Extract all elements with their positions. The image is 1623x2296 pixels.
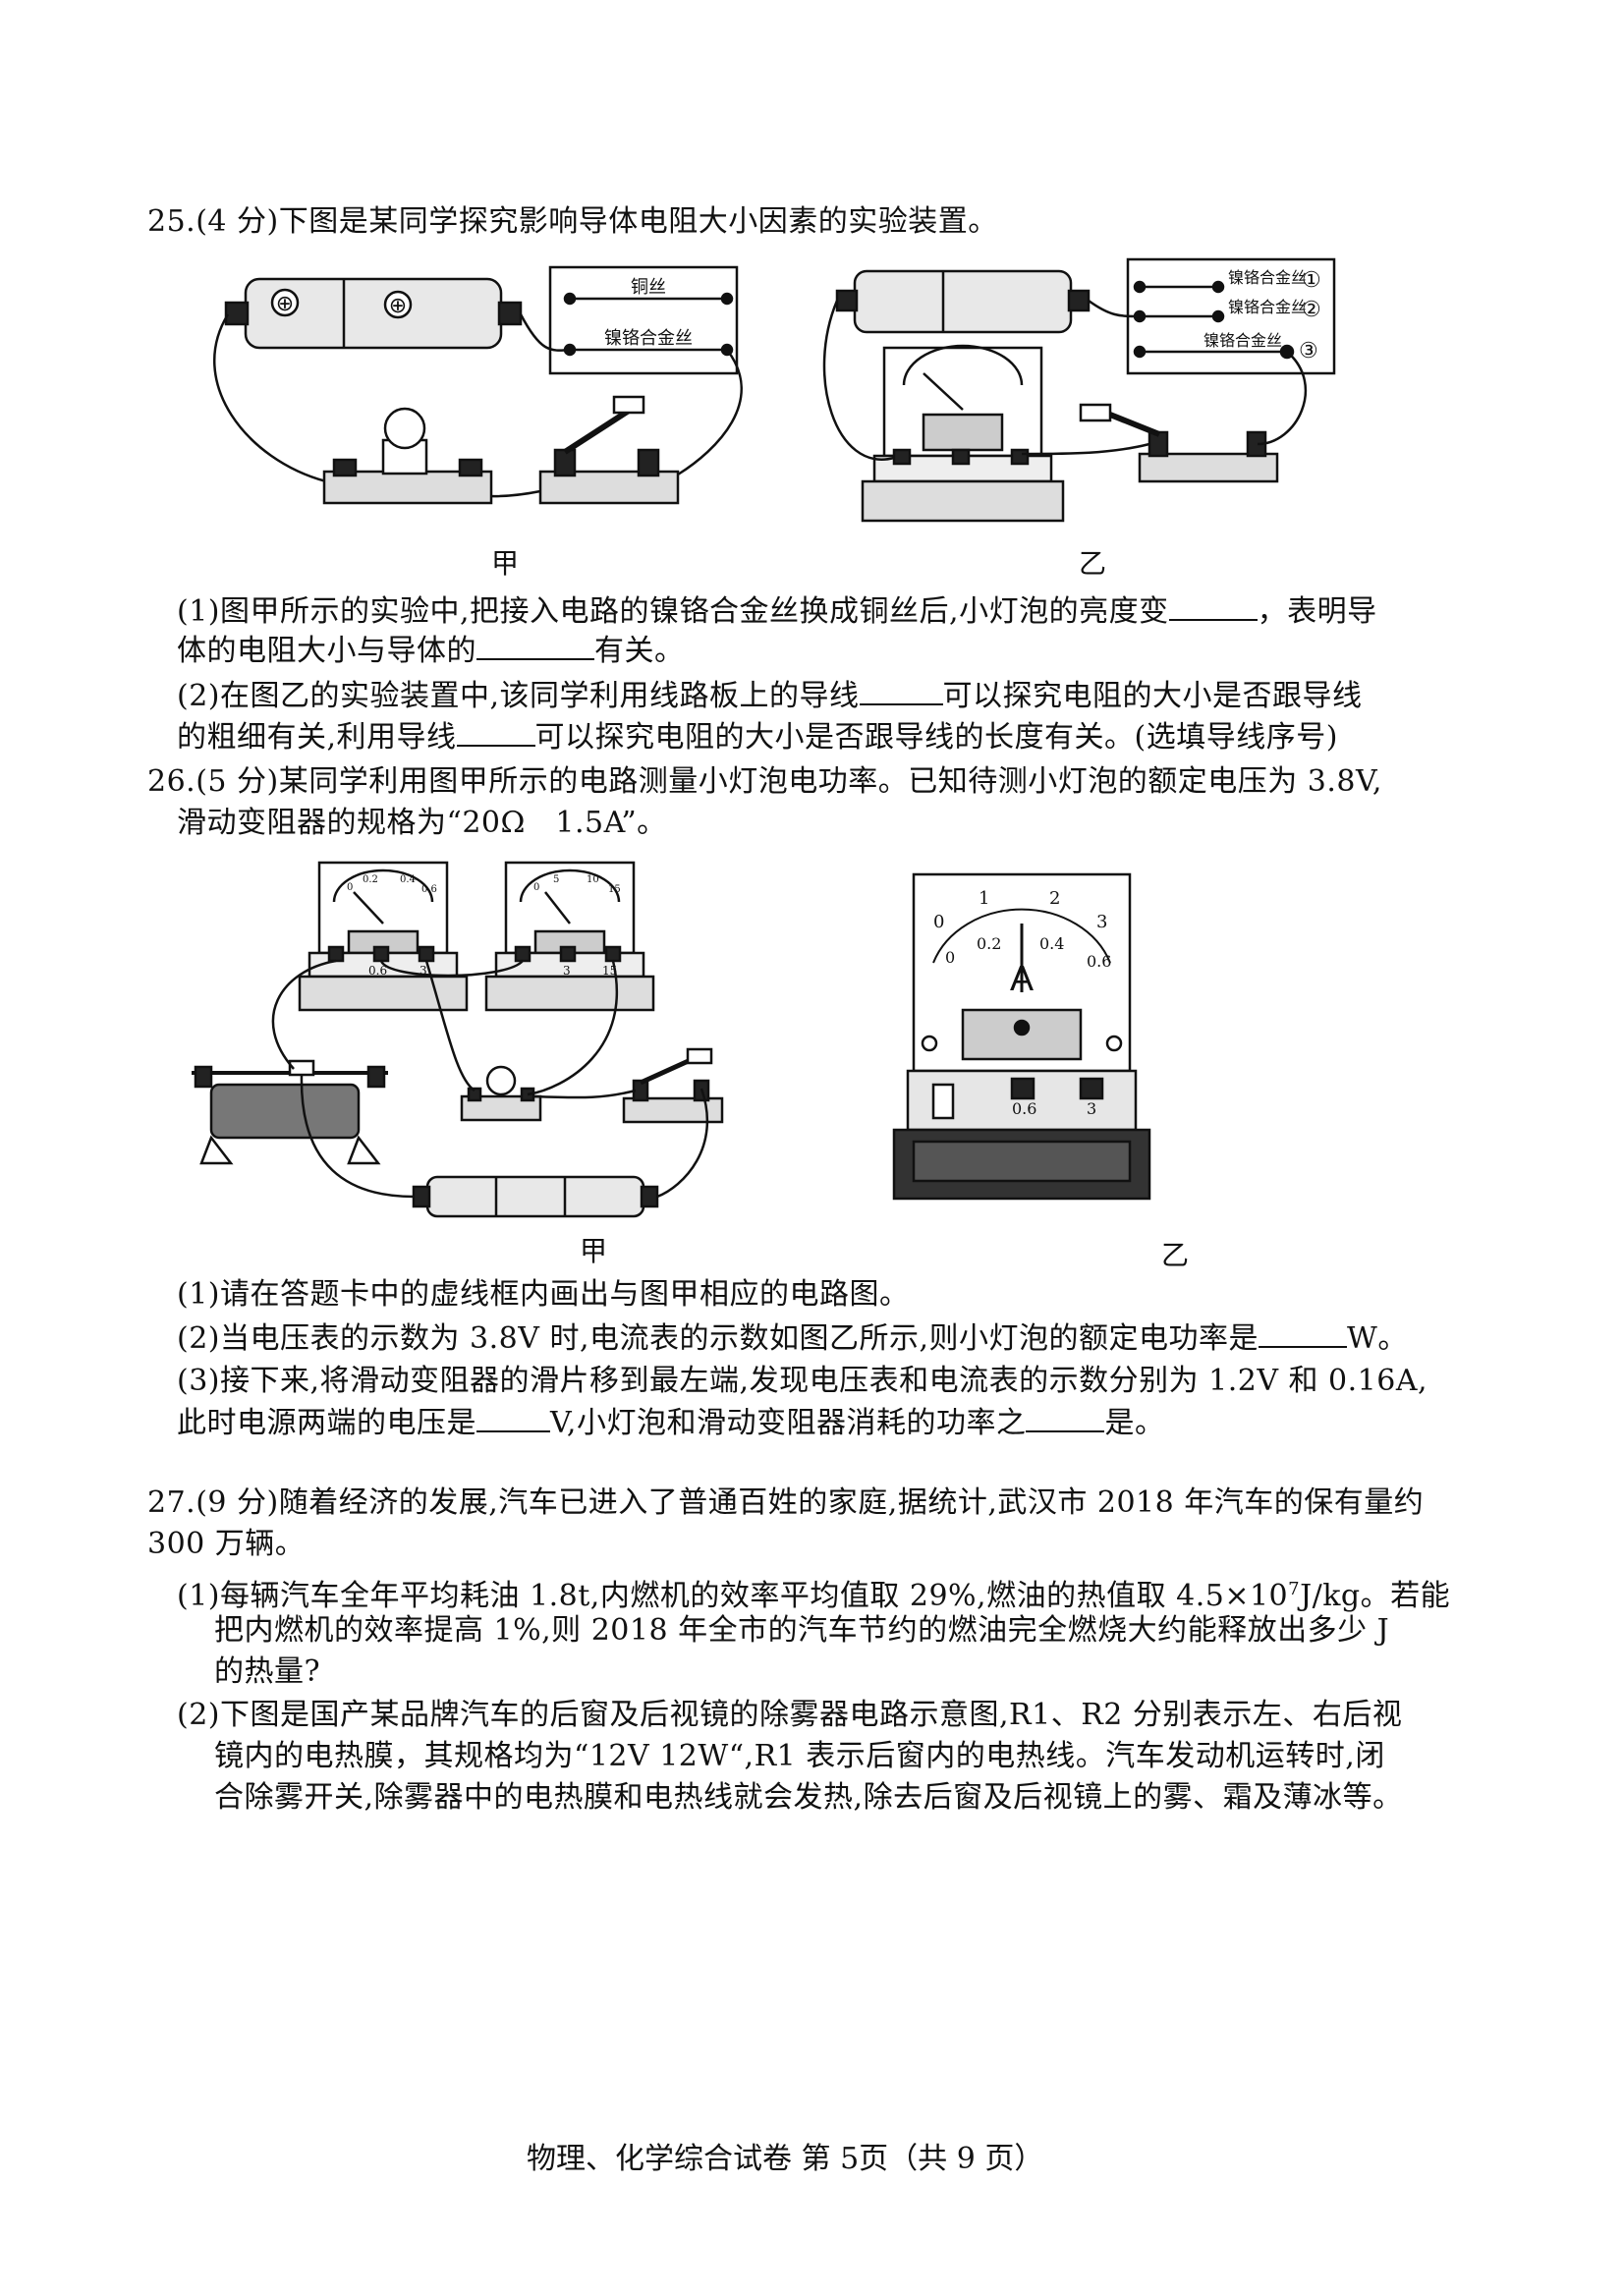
- q26-b-bot-tick-1: 0.2: [977, 934, 1001, 953]
- q25-p2-text-d: 可以探究电阻的大小是否跟导线的长度有关。(选填导线序号): [534, 720, 1338, 755]
- q26-a-amm-term-2: 3: [420, 964, 427, 978]
- q25-b-n2: ②: [1302, 298, 1321, 322]
- q26-a-volt-tick-0: 0: [533, 882, 539, 893]
- q25-part2-line2: 的粗细有关,利用导线 可以探究电阻的大小是否跟导线的长度有关。(选填导线序号): [177, 717, 1338, 757]
- q25-p1-text-a: (1)图甲所示的实验中,把接入电路的镍铬合金丝换成铜丝后,小灯泡的亮度变: [177, 594, 1169, 629]
- q25-b-wire1-label: 镍铬合金丝: [1228, 268, 1307, 287]
- q25-part1-line2: 体的电阻大小与导体的 有关。: [177, 631, 685, 671]
- q26-fig-a-caption: 甲: [580, 1235, 608, 1267]
- q25-blank-4[interactable]: [456, 717, 535, 747]
- q26-p3-text-b: 此时电源两端的电压是: [177, 1406, 476, 1440]
- q27-part2-line3: 合除雾开关,除雾器中的电热膜和电热线就会发热,除去后窗及后视镜上的雾、霜及薄冰等…: [214, 1780, 1403, 1815]
- q26-b-bot-tick-3: 0.6: [1087, 952, 1111, 971]
- q26-b-bot-tick-2: 0.4: [1039, 934, 1064, 953]
- q25-b-wire2-label: 镍铬合金丝: [1228, 298, 1307, 316]
- q26-blank-2[interactable]: [476, 1403, 550, 1432]
- q26-a-volt-term-2: 15: [602, 964, 617, 978]
- q26-part1: (1)请在答题卡中的虚线框内画出与图甲相应的电路图。: [177, 1277, 910, 1312]
- q26-p2-text-b: W。: [1347, 1321, 1408, 1356]
- q26-part3-line1: (3)接下来,将滑动变阻器的滑片移到最左端,发现电压表和电流表的示数分别为 1.…: [177, 1364, 1428, 1398]
- q26-p2-text-a: (2)当电压表的示数为 3.8V 时,电流表的示数如图乙所示,则小灯泡的额定电功…: [177, 1321, 1259, 1356]
- q27-part1-line1: (1)每辆汽车全年平均耗油 1.8t,内燃机的效率平均值取 29%,燃油的热值取…: [177, 1570, 1450, 1616]
- q25-p1-text-b: ，表明导: [1257, 594, 1377, 629]
- q26-a-amm-tick-3: 0.6: [421, 884, 437, 895]
- q25-p1-text-c: 体的电阻大小与导体的: [177, 634, 476, 668]
- q26-b-term-2: 3: [1087, 1099, 1096, 1118]
- q25-figure-a: ⊕ ⊕ 铜丝 镍铬合金丝: [213, 265, 743, 505]
- q26-a-amm-tick-1: 0.2: [363, 874, 378, 885]
- q25-blank-3[interactable]: [859, 676, 943, 705]
- q26-blank-3[interactable]: [1026, 1403, 1105, 1432]
- svg-text:⊕: ⊕: [276, 291, 294, 315]
- q25-fig-b-caption: 乙: [1079, 547, 1107, 580]
- q27-part1-line2: 把内燃机的效率提高 1%,则 2018 年全市的汽车节约的燃油完全燃烧大约能释放…: [214, 1613, 1390, 1648]
- q26-header: 26.(5 分)某同学利用图甲所示的电路测量小灯泡电功率。已知待测小灯泡的额定电…: [147, 764, 1382, 799]
- q26-blank-1[interactable]: [1259, 1318, 1348, 1348]
- q26-header-2: 滑动变阻器的规格为“20Ω 1.5A”。: [177, 806, 667, 840]
- q26-b-top-tick-3: 3: [1096, 912, 1107, 932]
- q26-a-volt-tick-1: 5: [553, 874, 559, 885]
- q25-b-n3: ③: [1299, 339, 1318, 364]
- q25-header: 25.(4 分)下图是某同学探究影响导体电阻大小因素的实验装置。: [147, 204, 998, 239]
- q27-part1-line3: 的热量?: [214, 1654, 321, 1689]
- q25-blank-1[interactable]: [1168, 591, 1258, 621]
- q26-a-volt-tick-2: 10: [587, 874, 599, 885]
- q25-b-n1: ①: [1302, 268, 1321, 293]
- q26-b-top-tick-0: 0: [933, 912, 944, 932]
- q25-p2-text-b: 可以探究电阻的大小是否跟导线: [942, 679, 1363, 713]
- q26-a-amm-tick-2: 0.4: [400, 874, 416, 885]
- q27-p1-exp: 7: [1288, 1579, 1301, 1599]
- q26-a-volt-term-1: 3: [563, 964, 571, 978]
- q26-part2: (2)当电压表的示数为 3.8V 时,电流表的示数如图乙所示,则小灯泡的额定电功…: [177, 1318, 1408, 1359]
- q26-a-amm-term-1: 0.6: [368, 964, 387, 978]
- svg-text:⊕: ⊕: [389, 293, 407, 317]
- q27-p1-text-b: J/kg。若能: [1300, 1579, 1451, 1613]
- page-footer: 物理、化学综合试卷 第 5页（共 9 页）: [527, 2142, 1044, 2176]
- q25-a-wire1-label: 铜丝: [631, 277, 666, 298]
- q25-part1-line1: (1)图甲所示的实验中,把接入电路的镍铬合金丝换成铜丝后,小灯泡的亮度变 ，表明导: [177, 591, 1377, 632]
- q26-p3-text-c: V,小灯泡和滑动变阻器消耗的功率之: [550, 1406, 1027, 1440]
- q25-p1-text-d: 有关。: [594, 634, 685, 668]
- q25-p2-text-a: (2)在图乙的实验装置中,该同学利用线路板上的导线: [177, 679, 860, 713]
- q26-b-unit: A: [1010, 958, 1034, 998]
- q26-a-amm-tick-0: 0: [347, 882, 353, 893]
- q27-part2-line2: 镜内的电热膜，其规格均为“12V 12W“,R1 表示后窗内的电热线。汽车发动机…: [214, 1739, 1385, 1773]
- q27-part2-line1: (2)下图是国产某品牌汽车的后窗及后视镜的除雾器电路示意图,R1、R2 分别表示…: [177, 1698, 1403, 1732]
- q25-fig-a-caption: 甲: [491, 547, 520, 580]
- q25-b-wire3-label: 镍铬合金丝: [1203, 331, 1282, 350]
- q26-b-bot-tick-0: 0: [945, 948, 955, 967]
- q27-header: 27.(9 分)随着经济的发展,汽车已进入了普通百姓的家庭,据统计,武汉市 20…: [147, 1485, 1425, 1520]
- q25-a-wire2-label: 镍铬合金丝: [604, 328, 693, 349]
- q27-header-2: 300 万辆。: [147, 1527, 306, 1561]
- q25-p2-text-c: 的粗细有关,利用导线: [177, 720, 457, 755]
- q26-figure-b: 0 1 2 3 0 0.2 0.4 0.6 A 0.6 3: [892, 872, 1151, 1201]
- q26-a-volt-tick-3: 15: [608, 884, 621, 895]
- q26-b-top-tick-2: 2: [1049, 888, 1060, 909]
- q26-b-term-1: 0.6: [1012, 1099, 1036, 1118]
- q26-p3-text-d: 是。: [1104, 1406, 1165, 1440]
- q25-part2-line1: (2)在图乙的实验装置中,该同学利用线路板上的导线 可以探究电阻的大小是否跟导线: [177, 676, 1363, 716]
- q26-b-top-tick-1: 1: [979, 888, 989, 909]
- q25-blank-2[interactable]: [476, 631, 594, 660]
- q27-p1-text-a: (1)每辆汽车全年平均耗油 1.8t,内燃机的效率平均值取 29%,燃油的热值取…: [177, 1579, 1289, 1613]
- q25-figure-b: 镍铬合金丝 镍铬合金丝 镍铬合金丝 ① ② ③: [822, 257, 1336, 523]
- q26-fig-b-caption: 乙: [1161, 1239, 1190, 1271]
- q26-part3-line2: 此时电源两端的电压是 V,小灯泡和滑动变阻器消耗的功率之 是。: [177, 1403, 1164, 1443]
- q26-figure-a: 0 0.2 0.4 0.6 0 5 10 15 0.6 3 3 15: [192, 861, 724, 1218]
